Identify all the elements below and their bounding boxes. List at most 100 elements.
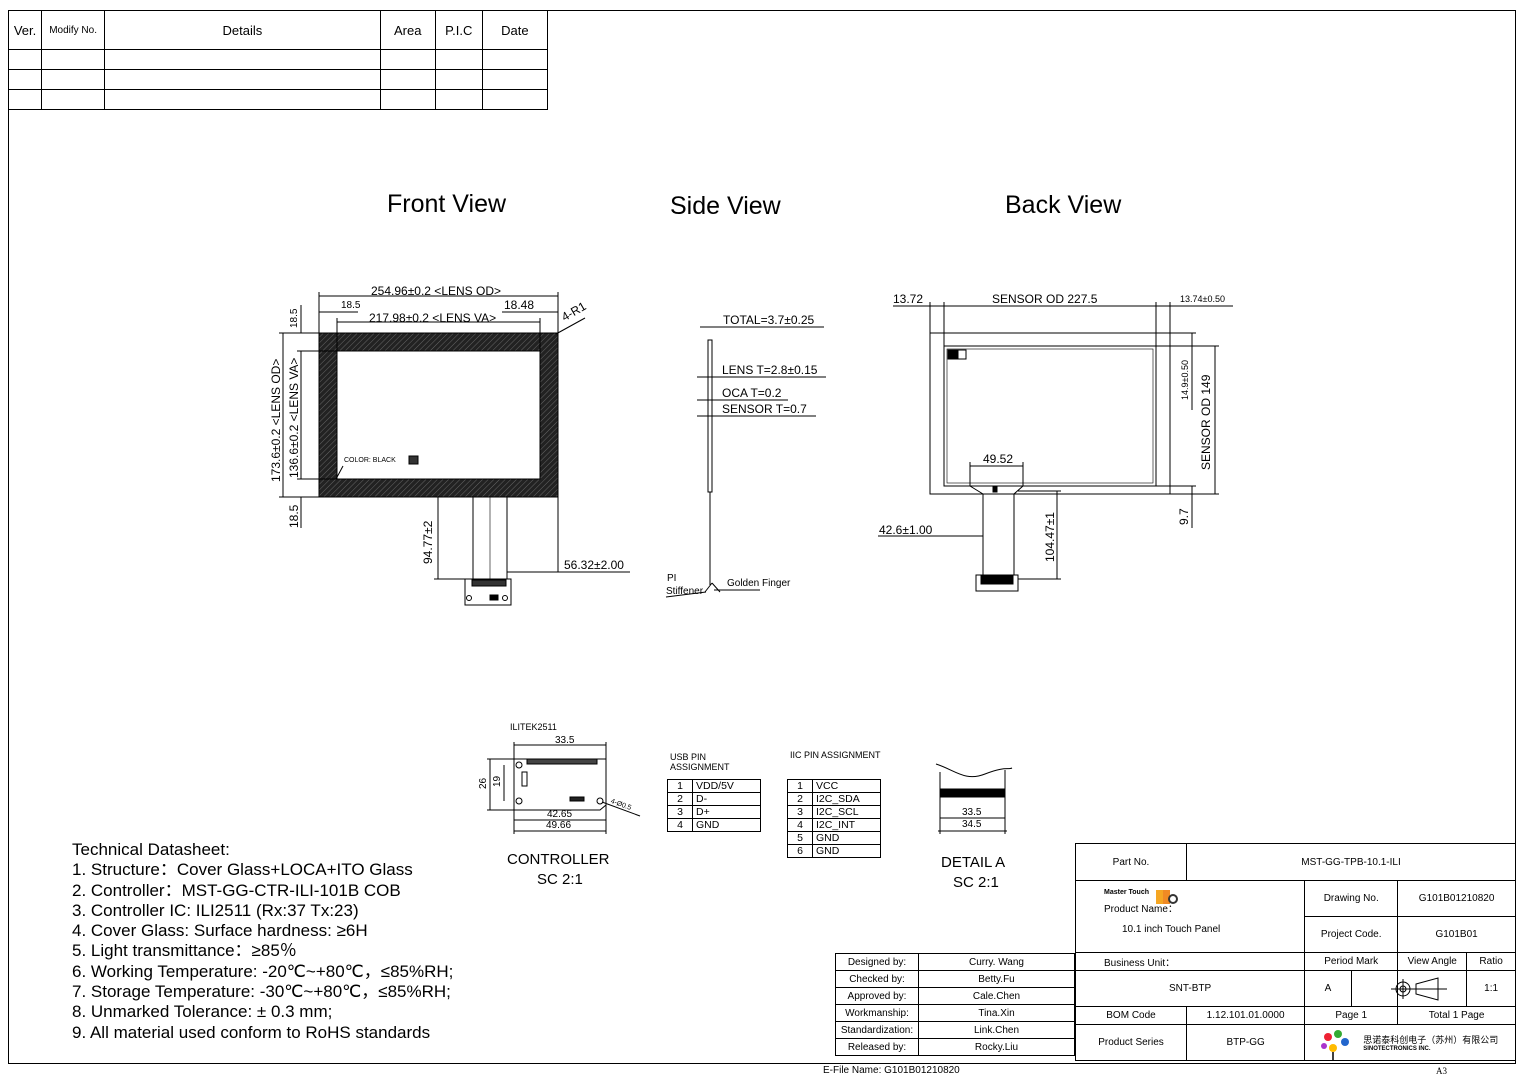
controller-w-bot: 49.66: [546, 820, 572, 831]
view-angle-label: View Angle: [1397, 952, 1468, 971]
total-pages: Total 1 Page: [1397, 1006, 1516, 1025]
ratio: 1:1: [1466, 970, 1516, 1007]
back-dim-bottom: 9.7: [1177, 508, 1191, 525]
product-cell: Master Touch Product Name： 10.1 inch Tou…: [1074, 880, 1306, 953]
sensor-outline: [943, 345, 1157, 487]
title-block: Part No. MST-GG-TPB-10.1-ILI Master Touc…: [1074, 843, 1516, 1061]
front-view: [279, 292, 630, 606]
drawing-no: G101B01210820: [1397, 880, 1516, 917]
usb-title-2: ASSIGNMENT: [670, 762, 730, 772]
usb-title-1: USB PIN: [670, 752, 707, 762]
controller-w-mid: 42.65: [547, 809, 573, 820]
back-outline: [929, 332, 1171, 495]
page-number: Page 1: [1304, 1006, 1399, 1025]
detail-w2: 34.5: [962, 819, 982, 830]
back-dim-sensor-width: SENSOR OD 227.5: [992, 292, 1098, 306]
back-dim-fpc-offset: 42.6±1.00: [879, 523, 933, 537]
dim-lens-va-height: 136.6±0.2 <LENS VA>: [287, 357, 301, 478]
company-cn: 思诺泰科创电子（苏州）有限公司: [1363, 1036, 1499, 1046]
signoff-table: Designed by:Curry. Wang Checked by:Betty…: [835, 953, 1075, 1056]
dim-border-bottom: 18.5: [287, 504, 301, 528]
connector: [471, 579, 507, 587]
datasheet-line: 3. Controller IC: ILI2511 (Rx:37 Tx:23): [72, 900, 359, 920]
color-note: COLOR: BLACK: [344, 457, 396, 464]
datasheet-line: 6. Working Temperature: -20℃~+80℃，≤85%RH…: [72, 961, 454, 981]
side-view-title: Side View: [670, 192, 781, 220]
part-no: MST-GG-TPB-10.1-ILI: [1186, 843, 1516, 881]
title-block-row: Product Series BTP-GG 思诺泰科创电子（苏州）有限公司 SI…: [1075, 1024, 1516, 1061]
side-view: [665, 326, 826, 598]
dim-lens-od-width: 254.96±0.2 <LENS OD>: [371, 284, 502, 298]
project-code: G101B01: [1397, 916, 1516, 953]
dim-lens-va-width: 217.98±0.2 <LENS VA>: [369, 311, 497, 325]
sheet-size: A3: [1436, 1066, 1447, 1076]
back-view-title: Back View: [1005, 191, 1122, 219]
controller-h2: 19: [492, 775, 503, 787]
period-mark-label: Period Mark: [1304, 952, 1399, 971]
bom-label: BOM Code: [1075, 1006, 1187, 1025]
datasheet-line: 4. Cover Glass: Surface hardness: ≥6H: [72, 921, 368, 941]
technical-datasheet: Technical Datasheet: 1. Structure：Cover …: [72, 840, 453, 1043]
back-dim-top: 14.9±0.50: [1180, 360, 1190, 400]
back-dim-tail-length: 104.47±1: [1043, 512, 1057, 562]
title-block-row: Master Touch Product Name： 10.1 inch Tou…: [1074, 880, 1516, 953]
lens-border-black: [318, 332, 559, 498]
dim-tail-length: 94.77±2: [421, 520, 435, 564]
company-cell: 思诺泰科创电子（苏州）有限公司 SINOTECTRONICS INC.: [1304, 1024, 1516, 1061]
side-pi: PI: [667, 573, 677, 584]
signoff-row: Designed by:Curry. Wang: [835, 953, 1075, 971]
signoff-row: Standardization:Link.Chen: [835, 1021, 1075, 1039]
series: BTP-GG: [1185, 1024, 1306, 1061]
product-name: 10.1 inch Touch Panel: [1122, 924, 1221, 935]
title-block-row: Business Unit： Period Mark View Angle Ra…: [1074, 952, 1516, 971]
signoff-row: Released by:Rocky.Liu: [835, 1038, 1075, 1056]
title-block-row: Project Code. G101B01: [1076, 916, 1516, 953]
controller-pcb: [513, 758, 607, 811]
back-dim-right: 13.74±0.50: [1180, 294, 1225, 304]
controller-scale: SC 2:1: [537, 871, 583, 888]
iic-title: IIC PIN ASSIGNMENT: [790, 750, 881, 760]
side-sensor: SENSOR T=0.7: [722, 402, 807, 416]
side-golden-finger: Golden Finger: [727, 578, 791, 589]
detail-scale: SC 2:1: [953, 874, 999, 891]
rev-header-area: Area: [379, 10, 436, 50]
datasheet-line: 7. Storage Temperature: -30℃~+80℃，≤85%RH…: [72, 982, 451, 1002]
front-view-title: Front View: [387, 190, 507, 218]
rev-row: [7, 49, 549, 70]
period-mark: A: [1304, 970, 1352, 1007]
project-code-label: Project Code.: [1304, 916, 1399, 953]
title-block-row: SNT-BTP A 1:1: [1074, 970, 1516, 1007]
brand: Master Touch: [1104, 889, 1149, 896]
signoff-row: Approved by:Cale.Chen: [835, 987, 1075, 1005]
controller-chip: ILITEK2511: [510, 722, 557, 732]
side-oca: OCA T=0.2: [722, 386, 782, 400]
business-unit-label: Business Unit：: [1074, 952, 1306, 971]
rev-header-date: Date: [481, 10, 549, 50]
break-line: [935, 763, 1013, 778]
business-unit: SNT-BTP: [1074, 970, 1306, 1007]
controller-w-top: 33.5: [555, 735, 575, 746]
revision-table: Ver. Modify No. Details Area P.I.C Date: [7, 10, 549, 110]
detail-w1: 33.5: [962, 807, 982, 818]
rev-row: [7, 89, 549, 110]
dim-tail-offset: 56.32±2.00: [564, 558, 624, 572]
title-block-row: Part No. MST-GG-TPB-10.1-ILI: [1075, 843, 1516, 881]
ratio-label: Ratio: [1466, 952, 1516, 971]
datasheet-title: Technical Datasheet:: [72, 840, 230, 859]
controller-drawing: [487, 742, 641, 834]
product-name-label: Product Name：: [1104, 904, 1178, 915]
signoff-row: Checked by:Betty.Fu: [835, 970, 1075, 988]
datasheet-line: 1. Structure：Cover Glass+LOCA+ITO Glass: [72, 860, 413, 880]
datasheet-line: 8. Unmarked Tolerance: ± 0.3 mm;: [72, 1002, 333, 1022]
